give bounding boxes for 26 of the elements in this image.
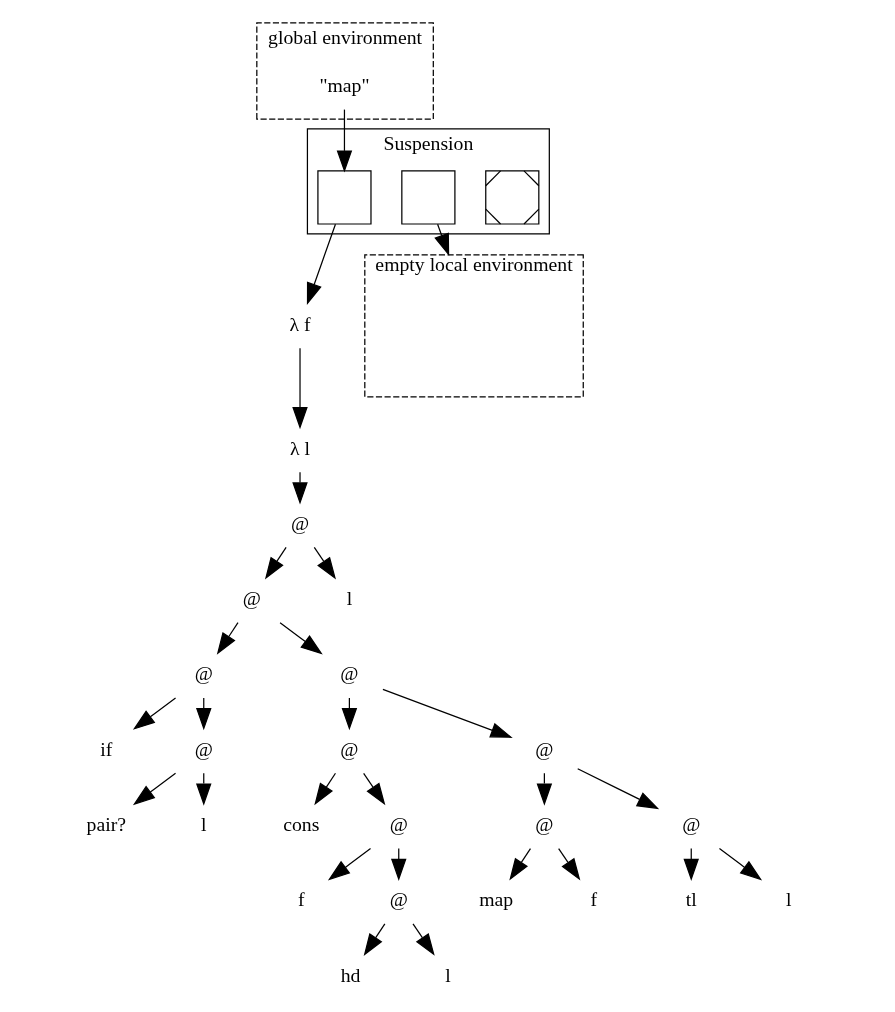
node-text: @: [290, 511, 310, 534]
node-text: l: [346, 587, 353, 610]
node-text: @: [389, 888, 408, 911]
node-text: @: [194, 737, 213, 760]
node-text: map: [479, 888, 514, 911]
node-text: cons: [283, 812, 320, 835]
node-text: l: [786, 888, 792, 911]
node-text: λ l: [290, 436, 311, 459]
node-text: if: [100, 737, 113, 760]
node-text: @: [340, 662, 359, 685]
node-text: l: [201, 812, 207, 835]
node-text: f: [590, 888, 598, 911]
node-text: l: [445, 963, 451, 986]
node-text: hd: [340, 963, 361, 986]
node-text: tl: [685, 888, 697, 911]
node-text: λ f: [289, 312, 311, 335]
node-text: @: [682, 812, 701, 835]
node-text: @: [535, 812, 554, 835]
node-text: f: [297, 888, 305, 911]
node-text: pair?: [86, 812, 126, 835]
node-text: @: [242, 587, 261, 610]
node-text: @: [340, 737, 359, 760]
node-text: @: [389, 812, 408, 835]
node-text: @: [535, 737, 554, 760]
node-text: "map": [319, 73, 370, 96]
node-text: @: [194, 662, 213, 685]
